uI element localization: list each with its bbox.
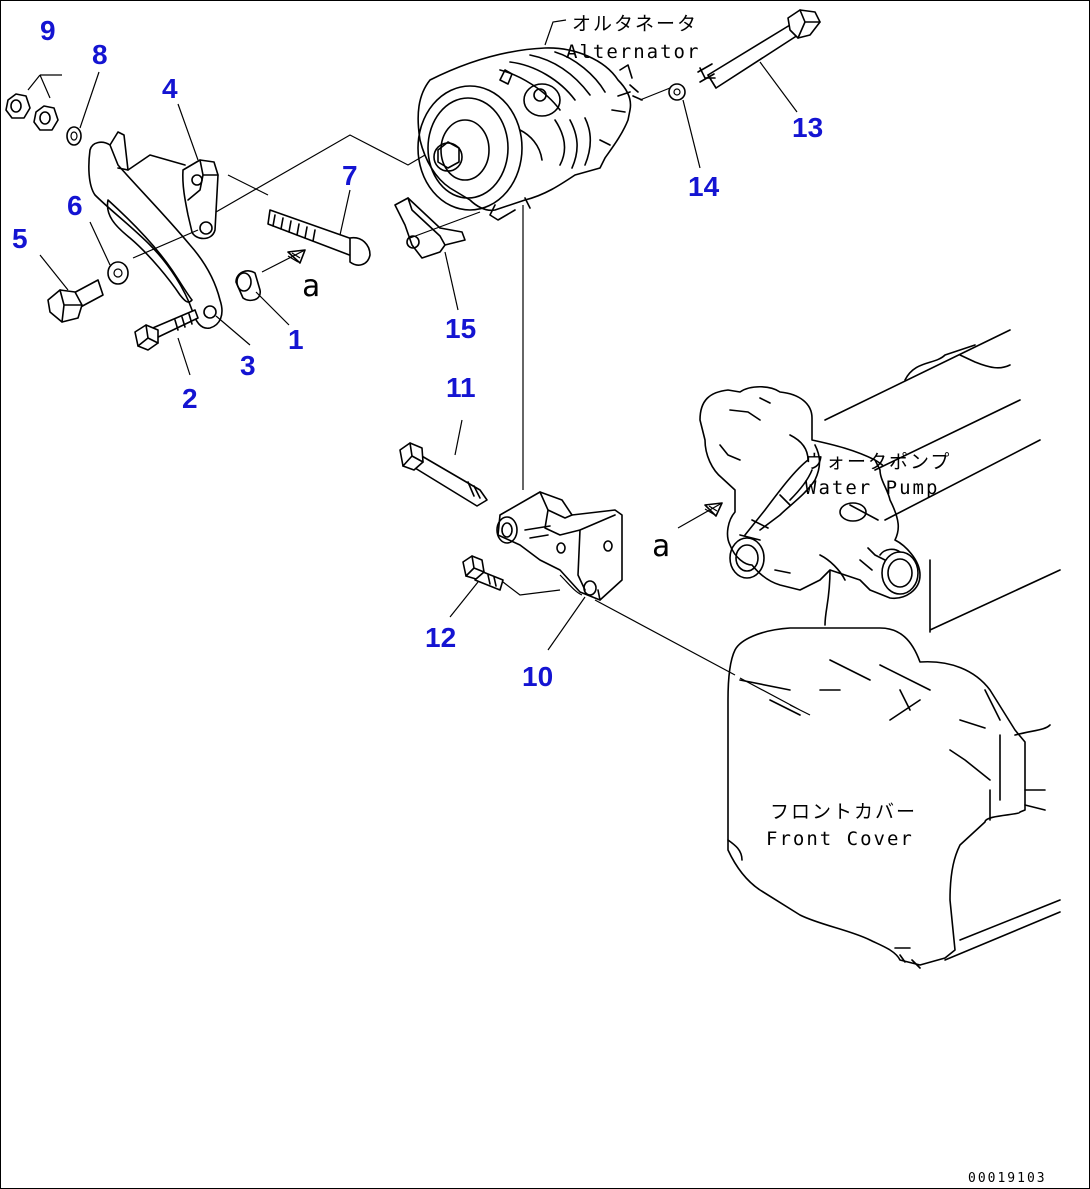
engine-outline [727,329,1061,969]
bolt-2 [134,309,199,351]
bolt-7 [267,209,371,266]
drawing-code: 00019103 [968,1171,1047,1186]
alternator-leader [544,19,567,46]
front-cover-label-jp: フロントカバー [770,801,917,823]
callout-3: 3 [240,350,256,381]
callout-14: 14 [688,171,720,202]
washer-6 [107,261,129,285]
callout-10: 10 [522,661,553,692]
callout-4: 4 [162,73,178,104]
bracket-15 [394,197,466,259]
bolt-5 [47,279,104,323]
arrow-a-bottom [677,502,723,529]
washer-14 [668,83,686,101]
callout-5: 5 [12,223,28,254]
callout-6: 6 [67,190,83,221]
bolt-11 [399,442,488,507]
bracket-10 [496,491,623,601]
nuts-9 [5,93,59,131]
callout-1: 1 [288,324,304,355]
callout-15: 15 [445,313,476,344]
water-pump-label-jp: ウォータポンプ [805,451,951,473]
bolt-13 [697,9,821,89]
callout-leaders [27,61,798,651]
arrow-a-top [261,249,306,273]
alternator [417,47,643,221]
assembly-lines [132,87,811,716]
water-pump [699,385,921,626]
arrow-a-bottom-label: a [652,529,672,564]
bolt-12 [462,555,504,591]
alternator-label-jp: オルタネータ [572,13,698,35]
alternator-label-en: Alternator [566,41,700,63]
water-pump-label-en: Water Pump [805,477,939,499]
callout-12: 12 [425,622,456,653]
front-cover-label-en: Front Cover [766,828,914,850]
bracket-4 [182,159,219,240]
callout-numbers: 9 8 4 7 6 5 1 3 2 15 13 14 11 12 10 [12,15,823,692]
callout-13: 13 [792,112,823,143]
callout-9: 9 [40,15,56,46]
spacer-1 [235,270,261,302]
callout-2: 2 [182,383,198,414]
callout-11: 11 [446,372,476,403]
washer-8 [66,126,82,146]
callout-7: 7 [342,160,358,191]
arrow-a-top-label: a [302,269,322,304]
callout-8: 8 [92,39,108,70]
adjust-arm-3 [88,131,223,330]
